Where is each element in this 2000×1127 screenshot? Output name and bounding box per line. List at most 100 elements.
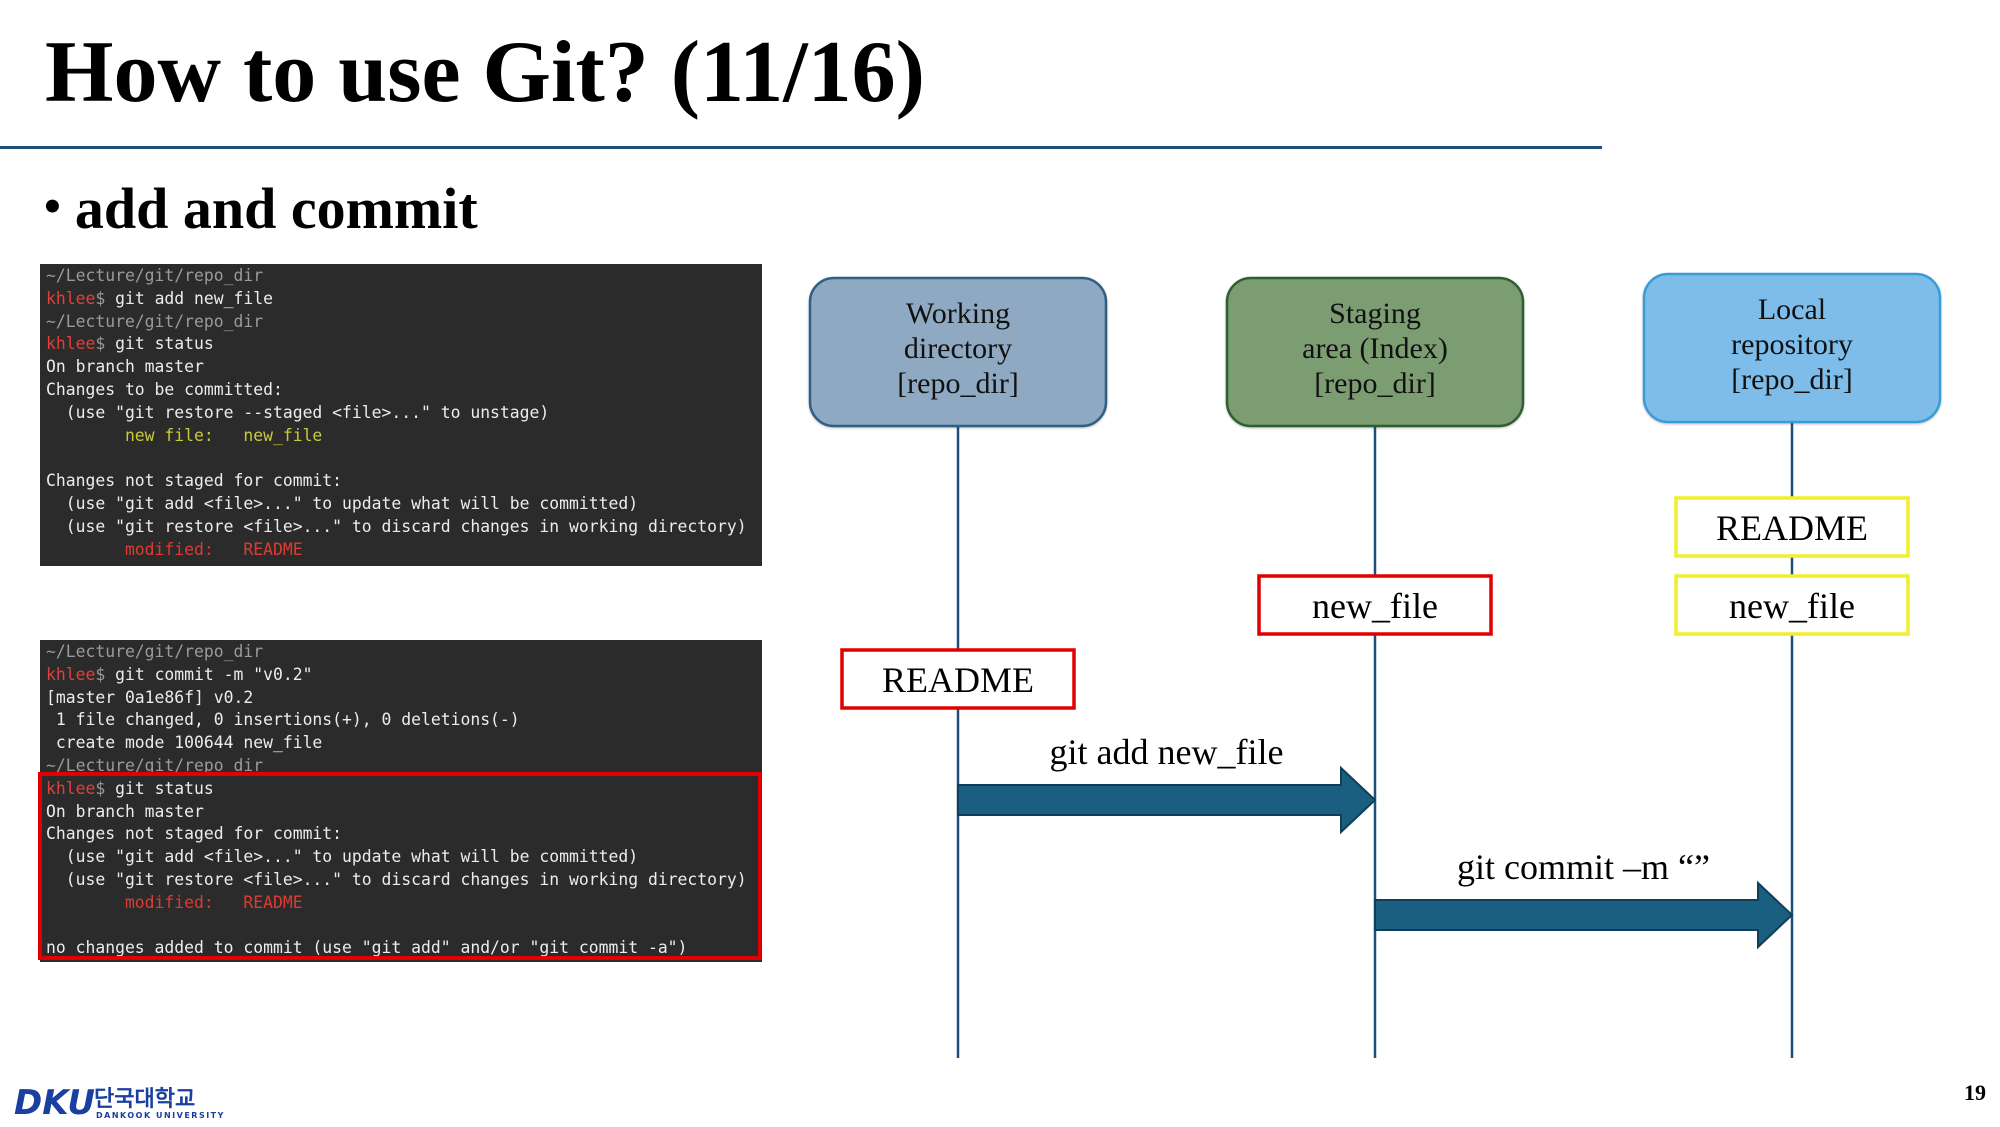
title-underline — [0, 146, 1602, 149]
terminal-text: create mode 100644 new_file — [46, 733, 323, 753]
terminal-text: Changes not staged for commit: — [46, 471, 343, 491]
terminal-line: (use "git restore <file>..." to discard … — [46, 516, 762, 539]
staging-area-label-line: area (Index) — [1302, 332, 1448, 365]
terminal-line: khlee$ git commit -m "v0.2" — [46, 664, 762, 687]
terminal-line: khlee$ git status — [46, 333, 762, 356]
staging-area-box-shape — [1225, 276, 1525, 428]
terminal-text: git add new_file — [115, 288, 273, 308]
new-file-staging-label: new_file — [1312, 586, 1438, 626]
logo-mark: DKU — [14, 1083, 95, 1122]
terminal-text: modified: README — [46, 892, 303, 912]
terminal-line: ~/Lecture/git/repo_dir — [46, 641, 762, 664]
staging-area-label-line: [repo_dir] — [1314, 367, 1436, 400]
terminal-line: modified: README — [46, 892, 762, 915]
terminal-text: (use "git add <file>..." to update what … — [46, 847, 639, 867]
terminal-text: no changes added to commit (use "git add… — [46, 938, 688, 958]
terminal-text: On branch master — [46, 357, 204, 377]
terminal-text: $ — [95, 288, 116, 308]
terminal-line: no changes added to commit (use "git add… — [46, 937, 762, 960]
terminal-text: git status — [115, 334, 214, 354]
terminal-line: ~/Lecture/git/repo_dir — [46, 755, 762, 778]
new-file-staging-border — [1257, 574, 1493, 636]
terminal-line: Changes not staged for commit: — [46, 470, 762, 493]
terminal-line: ~/Lecture/git/repo_dir — [46, 265, 762, 288]
terminal-text: 1 file changed, 0 insertions(+), 0 delet… — [46, 710, 520, 730]
local-repository-label-line: repository — [1731, 328, 1853, 361]
terminal-line: modified: README — [46, 539, 762, 562]
terminal-text: $ — [95, 778, 116, 798]
logo-english: DANKOOK UNIVERSITY — [96, 1111, 225, 1120]
git-add-arrow-shape — [957, 765, 1377, 835]
terminal-text: (use "git restore --staged <file>..." to… — [46, 402, 550, 422]
terminal-line: new file: new_file — [46, 425, 762, 448]
terminal-text: (use "git add <file>..." to update what … — [46, 493, 639, 513]
readme-working-label: README — [882, 660, 1034, 700]
bullet-item: •add and commit — [44, 175, 478, 242]
working-directory-label-line: Working — [906, 297, 1010, 330]
terminal-text: (use "git restore <file>..." to discard … — [46, 516, 747, 536]
terminal-line: Changes to be committed: — [46, 379, 762, 402]
terminal-text: ~/Lecture/git/repo_dir — [46, 755, 264, 775]
terminal-text: new file: new_file — [46, 425, 323, 445]
terminal-text: (use "git restore <file>..." to discard … — [46, 869, 747, 889]
terminal-text: $ — [95, 664, 116, 684]
terminal-line: (use "git restore <file>..." to discard … — [46, 869, 762, 892]
staging-area-label-line: Staging — [1329, 297, 1421, 330]
terminal-line: create mode 100644 new_file — [46, 732, 762, 755]
git-add-arrow: git add new_file — [957, 732, 1377, 835]
terminal-line: (use "git restore --staged <file>..." to… — [46, 402, 762, 425]
bullet-text: add and commit — [74, 176, 478, 241]
dku-logo: DKU 단국대학교 DANKOOK UNIVERSITY — [12, 1082, 232, 1127]
working-directory-label-line: [repo_dir] — [897, 367, 1019, 400]
terminal-line: Changes not staged for commit: — [46, 823, 762, 846]
git-commit-arrow-label: git commit –m “” — [1457, 847, 1710, 887]
terminal-line: (use "git add <file>..." to update what … — [46, 846, 762, 869]
terminal-line: 1 file changed, 0 insertions(+), 0 delet… — [46, 709, 762, 732]
readme-working-box: README — [840, 648, 1076, 710]
terminal-text: git status — [115, 778, 214, 798]
local-repository-label-line: [repo_dir] — [1731, 363, 1853, 396]
terminal-line: (use "git add <file>..." to update what … — [46, 493, 762, 516]
terminal-text: ~/Lecture/git/repo_dir — [46, 311, 264, 331]
readme-working-border — [840, 648, 1076, 710]
new-file-staging-box: new_file — [1257, 574, 1493, 636]
terminal-text: Changes not staged for commit: — [46, 824, 343, 844]
terminal-line: On branch master — [46, 356, 762, 379]
readme-repo-border — [1674, 496, 1910, 558]
terminal-text: modified: README — [46, 539, 303, 559]
terminal-line: On branch master — [46, 801, 762, 824]
terminal-text: khlee — [46, 334, 96, 354]
git-add-arrow-label: git add new_file — [1050, 732, 1284, 772]
page-number: 19 — [1964, 1080, 1986, 1105]
terminal-text: Changes to be committed: — [46, 379, 283, 399]
terminal-line: khlee$ git add new_file — [46, 288, 762, 311]
terminal-line: khlee$ git status — [46, 778, 762, 801]
new-file-repo-label: new_file — [1729, 586, 1855, 626]
logo-korean: 단국대학교 — [94, 1087, 195, 1112]
terminal-text: $ — [95, 334, 116, 354]
working-directory-box-shape — [808, 276, 1108, 428]
terminal-text: khlee — [46, 778, 96, 798]
working-directory-label-line: directory — [904, 332, 1012, 365]
terminal-text: ~/Lecture/git/repo_dir — [46, 642, 264, 661]
terminal-text: khlee — [46, 288, 96, 308]
terminal-text: git commit -m "v0.2" — [115, 664, 313, 684]
local-repository-box-shape — [1642, 272, 1942, 424]
new-file-repo-border — [1674, 574, 1910, 636]
terminal-line: [master 0a1e86f] v0.2 — [46, 687, 762, 710]
new-file-repo-box: new_file — [1674, 574, 1910, 636]
local-repository-label-line: Local — [1758, 293, 1826, 326]
terminal-text: On branch master — [46, 801, 204, 821]
readme-repo-label: README — [1716, 508, 1868, 548]
terminal-line: ~/Lecture/git/repo_dir — [46, 311, 762, 334]
readme-repo-box: README — [1674, 496, 1910, 558]
terminal-text: khlee — [46, 664, 96, 684]
git-commit-arrow-shape — [1374, 880, 1794, 950]
terminal-text: ~/Lecture/git/repo_dir — [46, 266, 264, 285]
